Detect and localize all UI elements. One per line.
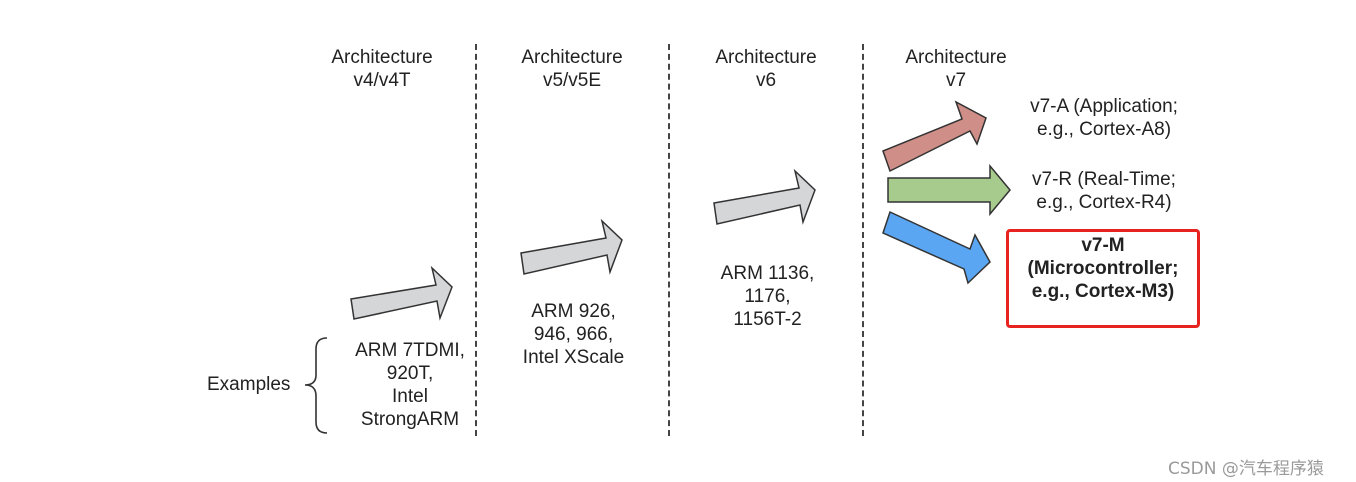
highlight-box-v7-m	[1006, 229, 1200, 328]
profile-name: v7-R (Real-Time;	[1032, 169, 1176, 190]
column-header-line1: Architecture	[715, 47, 817, 68]
column-divider	[475, 44, 477, 436]
examples-label: Examples	[207, 374, 291, 395]
column-header-line2: v6	[755, 70, 777, 91]
example-item: StrongARM	[360, 409, 460, 430]
column-header-line1: Architecture	[331, 47, 433, 68]
examples-brace	[304, 337, 328, 434]
column-header-line1: Architecture	[905, 47, 1007, 68]
column-divider	[862, 44, 864, 436]
examples-v4: ARM 7TDMI, 920T, Intel StrongARM	[340, 339, 480, 431]
profile-example: e.g., Cortex-A8)	[1036, 119, 1172, 140]
example-item: ARM 926,	[531, 301, 616, 322]
examples-v5: ARM 926, 946, 966, Intel XScale	[506, 300, 641, 369]
example-item: 946, 966,	[533, 324, 614, 345]
example-item: 1176,	[744, 286, 791, 307]
arrow-v4	[350, 265, 453, 321]
example-item: ARM 1136,	[720, 263, 815, 284]
example-item: 1156T-2	[733, 309, 802, 330]
column-header-v5: Architecture v5/v5E	[508, 46, 636, 92]
profile-example: e.g., Cortex-M3)	[1031, 281, 1175, 302]
column-header-v7: Architecture v7	[892, 46, 1020, 92]
arrow-v7-a	[882, 100, 987, 173]
column-header-line1: Architecture	[521, 47, 623, 68]
column-header-line2: v4/v4T	[353, 70, 411, 91]
profile-v7-a: v7-A (Application; e.g., Cortex-A8)	[1006, 95, 1202, 141]
arrow-v5	[520, 218, 623, 275]
profile-name: v7-A (Application;	[1030, 96, 1178, 117]
example-item: Intel	[392, 386, 428, 407]
column-divider	[668, 44, 670, 436]
profile-example: e.g., Cortex-R4)	[1036, 192, 1172, 213]
examples-v6: ARM 1136, 1176, 1156T-2	[700, 262, 835, 331]
column-header-line2: v5/v5E	[542, 70, 602, 91]
profile-v7-r: v7-R (Real-Time; e.g., Cortex-R4)	[1006, 168, 1202, 214]
arrow-v7-m	[882, 210, 991, 285]
column-header-line2: v7	[945, 70, 967, 91]
profile-v7-m: v7-M (Microcontroller; e.g., Cortex-M3)	[1006, 234, 1200, 303]
profile-name: v7-M	[1081, 235, 1125, 256]
profile-kind: (Microcontroller;	[1027, 258, 1179, 279]
column-header-v4: Architecture v4/v4T	[318, 46, 446, 92]
example-item: Intel XScale	[522, 347, 625, 368]
arrow-v6	[713, 168, 816, 225]
column-header-v6: Architecture v6	[702, 46, 830, 92]
example-item: ARM 7TDMI,	[355, 340, 465, 361]
arrow-v7-r	[887, 163, 1011, 217]
watermark: CSDN @汽车程序猿	[1168, 459, 1324, 479]
example-item: 920T,	[386, 363, 434, 384]
